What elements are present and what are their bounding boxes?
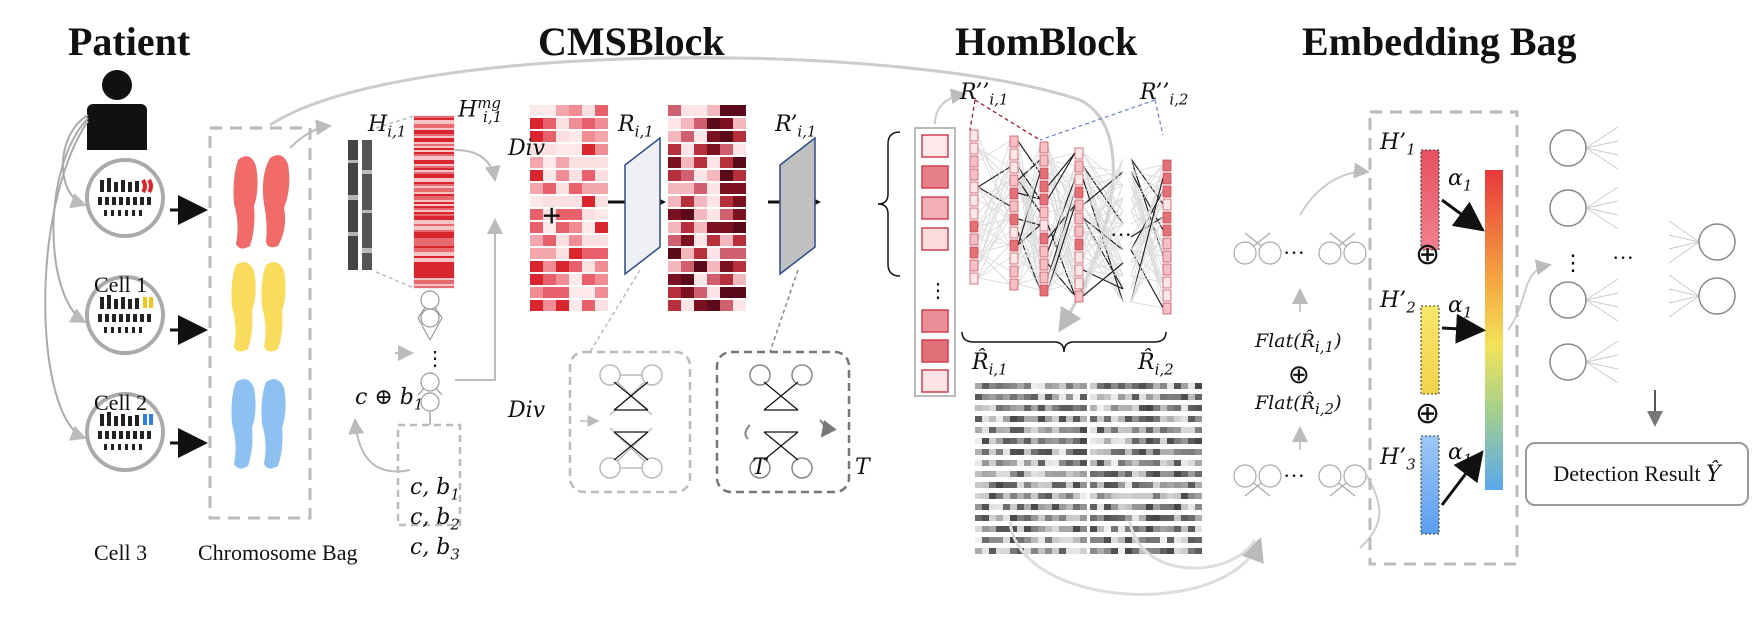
classifier-network: ⋮	[1549, 126, 1736, 384]
mlp-top-ellipsis: ···	[1283, 240, 1305, 265]
H-prime-3-label: H’3	[1380, 445, 1416, 474]
flatten-mlp-top	[1233, 232, 1367, 265]
flat-oplus: ⊕	[1288, 360, 1310, 389]
cb2-item: c, b2	[410, 505, 460, 534]
transformer-box-light	[568, 350, 692, 494]
cell-1-label: Cell 1	[94, 272, 148, 297]
alpha-1-mid: α1	[1448, 293, 1473, 322]
alpha-1-top: α1	[1448, 166, 1473, 195]
attention-plane-dark	[779, 136, 816, 276]
chromosome-bag-box	[208, 126, 312, 520]
R-double-prime-1-label: R’’i,1	[960, 80, 1009, 109]
H-matrix	[348, 140, 372, 270]
transformer-net-dark	[749, 364, 813, 479]
cb1-item: c, b1	[410, 475, 460, 504]
cell-1	[85, 158, 165, 238]
chromosome-bag-label: Chromosome Bag	[198, 540, 358, 565]
token-column-box	[914, 127, 956, 397]
section-title-homblock: HomBlock	[955, 19, 1138, 64]
y-hat-label: Ŷ	[1706, 461, 1721, 487]
R-prime-matrix	[668, 105, 746, 311]
patient-to-cells-arrows	[44, 114, 89, 441]
token-column	[921, 134, 949, 393]
cell-3-label: Cell 3	[94, 540, 148, 565]
T-right-label: T	[855, 455, 870, 480]
div-top-label: Div	[508, 136, 546, 161]
H-label: Hi,1	[368, 112, 407, 141]
R-hat-1-label: R̂i,1	[972, 350, 1008, 379]
R-double-prime-2-label: R’’i,2	[1140, 80, 1189, 109]
cell-2	[85, 275, 165, 355]
brace-bottom	[961, 331, 1167, 353]
div-top-arrow	[454, 149, 501, 182]
alpha-1-bottom: α1	[1448, 440, 1473, 469]
hom-graph	[969, 99, 1172, 315]
H-prime-3-bar	[1420, 435, 1440, 535]
section-title-embedding-bag: Embedding Bag	[1302, 19, 1577, 64]
H-prime-2-label: H’2	[1380, 288, 1416, 317]
R-prime-label: R’i,1	[775, 112, 817, 141]
H-prime-1-bar	[1420, 149, 1440, 251]
oplus-1: ⊕	[1415, 238, 1441, 271]
cell-3	[85, 392, 165, 472]
H-mg-barcode	[413, 115, 455, 289]
attention-arrows	[1440, 198, 1486, 506]
detection-result-box: Detection Result Ŷ	[1525, 442, 1749, 506]
bag-to-H-arrow	[289, 119, 332, 149]
cb3-item: c, b3	[410, 535, 460, 564]
svg-text:⋮: ⋮	[928, 278, 948, 302]
oplus-2: ⊕	[1415, 397, 1441, 430]
detection-result-label: Detection Result	[1553, 461, 1701, 486]
brace-left	[877, 131, 901, 277]
aggregated-embedding-bar	[1485, 170, 1503, 490]
R-label: Ri,1	[618, 112, 654, 141]
chromosome-pair-blue	[231, 379, 286, 469]
flatten-mlp-bottom	[1233, 464, 1367, 497]
transformer-box-dark	[715, 350, 851, 494]
cell-to-bag-arrows	[170, 195, 208, 458]
flat-1-label: Flat(R̂i,1)	[1255, 330, 1342, 356]
plus-sign: +	[542, 198, 562, 235]
patient-icon	[87, 70, 147, 150]
H-prime-1-label: H’1	[1380, 130, 1416, 159]
H-mg-label: Hmgi,1	[458, 94, 503, 126]
bag-to-homblock-arc	[269, 56, 1115, 333]
div-bottom-label: Div	[508, 398, 546, 423]
section-title-cmsblock: CMSBlock	[538, 19, 725, 64]
H-prime-2-bar	[1420, 305, 1440, 395]
R-hat-1-matrix	[975, 383, 1087, 554]
T-left-label: T	[752, 455, 767, 480]
embedding-bag-box	[1368, 110, 1519, 566]
cb-list-box	[396, 423, 462, 527]
R-hat-2-matrix	[1090, 383, 1202, 554]
svg-text:⋮: ⋮	[425, 346, 445, 370]
R-matrix	[530, 105, 608, 311]
svg-text:⋮: ⋮	[1562, 251, 1584, 276]
cell-2-label: Cell 2	[94, 390, 148, 415]
section-title-patient: Patient	[68, 19, 191, 64]
flat-2-label: Flat(R̂i,2)	[1255, 392, 1342, 418]
R-hat-2-label: R̂i,2	[1138, 350, 1174, 379]
classifier-ellipsis: ···	[1612, 245, 1634, 270]
chromosome-pair-red	[233, 155, 290, 249]
transformer-net-light	[580, 364, 663, 479]
mlp-bottom-ellipsis: ···	[1283, 463, 1305, 488]
hom-ellipsis: ···	[1110, 222, 1132, 247]
chromosome-pair-yellow	[231, 262, 286, 352]
div-bottom-arrow	[455, 218, 503, 381]
encoder-mlp: ⋮	[417, 290, 445, 412]
c-oplus-b1-label: c ⊕ b1	[355, 385, 424, 414]
attention-plane-light	[624, 136, 661, 276]
